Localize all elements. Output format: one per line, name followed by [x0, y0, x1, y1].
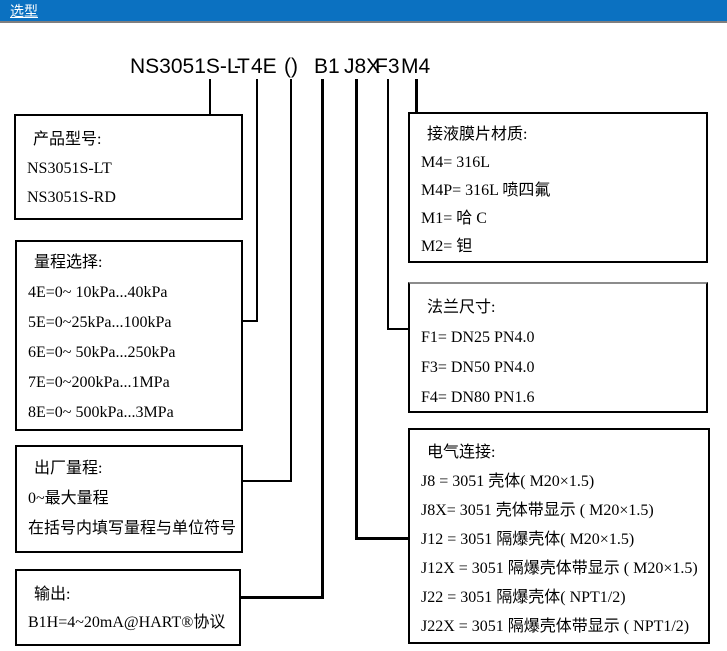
code-segment-range: 4E: [251, 55, 277, 78]
range-item: 4E=0~ 10kPa...40kPa: [28, 284, 168, 301]
diaphragm-item: M4= 316L: [421, 154, 491, 171]
code-segment-parentheses: (): [284, 55, 298, 78]
range-item: 6E=0~ 50kPa...250kPa: [28, 344, 176, 361]
electrical-item: J22 = 3051 隔爆壳体( NPT1/2): [421, 588, 626, 606]
connector-line-flange-h: [387, 328, 410, 330]
connector-line-output-h: [240, 596, 324, 599]
box-output: 输出: B1H=4~20mA@HART®协议: [15, 569, 241, 646]
code-segment-model: NS3051S-LT: [130, 55, 250, 78]
flange-item: F1= DN25 PN4.0: [421, 329, 535, 346]
box-diaphragm-material: 接液膜片材质: M4= 316L M4P= 316L 喷四氟 M1= 哈 C M…: [408, 112, 708, 263]
box-output-title: 输出:: [34, 586, 71, 603]
code-segment-dash: -: [234, 55, 241, 78]
connector-line-model: [209, 79, 211, 115]
connector-line-range-h: [242, 320, 258, 322]
connector-line-parentheses-h: [241, 480, 292, 482]
connector-line-output-v: [321, 79, 324, 599]
diaphragm-item: M4P= 316L 喷四氟: [421, 182, 551, 199]
box-flange-size: 法兰尺寸: F1= DN25 PN4.0 F3= DN50 PN4.0 F4= …: [408, 282, 708, 413]
electrical-item: J8X= 3051 壳体带显示 ( M20×1.5): [421, 501, 654, 519]
electrical-item: J12X = 3051 隔爆壳体带显示 ( M20×1.5): [421, 559, 698, 577]
code-segment-flange: F3: [375, 55, 400, 78]
box-factory-range: 出厂量程: 0~最大量程 在括号内填写量程与单位符号: [15, 445, 243, 553]
diaphragm-item: M1= 哈 C: [421, 210, 487, 227]
connector-line-electrical-v: [355, 79, 358, 540]
electrical-item: J8 = 3051 壳体( M20×1.5): [421, 472, 595, 490]
box-factory-range-title: 出厂量程:: [34, 460, 103, 477]
box-diaphragm-material-title: 接液膜片材质:: [427, 126, 528, 143]
range-item: 8E=0~ 500kPa...3MPa: [28, 404, 174, 421]
product-model-item: NS3051S-RD: [27, 188, 116, 206]
box-range-selection-title: 量程选择:: [34, 254, 103, 271]
connector-line-flange-v: [387, 79, 389, 330]
code-segment-output: B1: [314, 55, 340, 78]
connector-line-parentheses-v: [290, 79, 292, 482]
flange-item: F3= DN50 PN4.0: [421, 359, 535, 376]
code-segment-electrical: J8X: [344, 55, 381, 78]
output-item: B1H=4~20mA@HART®协议: [28, 614, 226, 631]
diaphragm-item: M2= 钽: [421, 238, 473, 255]
section-header-bar: 选型: [0, 0, 727, 23]
code-segment-diaphragm: M4: [401, 55, 431, 78]
factory-range-item: 在括号内填写量程与单位符号: [28, 520, 237, 537]
range-item: 7E=0~200kPa...1MPa: [28, 374, 170, 391]
connector-line-diaphragm: [415, 79, 418, 113]
product-model-item: NS3051S-LT: [27, 159, 112, 177]
range-item: 5E=0~25kPa...100kPa: [28, 314, 172, 331]
box-electrical-connection: 电气连接: J8 = 3051 壳体( M20×1.5) J8X= 3051 壳…: [408, 428, 710, 644]
box-flange-size-title: 法兰尺寸:: [427, 299, 496, 316]
section-title: 选型: [10, 2, 38, 19]
box-electrical-connection-title: 电气连接:: [427, 443, 496, 461]
box-product-model-title: 产品型号:: [33, 130, 102, 148]
factory-range-item: 0~最大量程: [28, 490, 109, 507]
connector-line-range-v: [256, 79, 258, 322]
connector-line-electrical-h: [355, 537, 410, 540]
box-product-model: 产品型号: NS3051S-LT NS3051S-RD: [14, 114, 243, 220]
flange-item: F4= DN80 PN1.6: [421, 389, 535, 406]
electrical-item: J12 = 3051 隔爆壳体( M20×1.5): [421, 530, 635, 548]
box-range-selection: 量程选择: 4E=0~ 10kPa...40kPa 5E=0~25kPa...1…: [15, 240, 243, 431]
electrical-item: J22X = 3051 隔爆壳体带显示 ( NPT1/2): [421, 617, 690, 635]
